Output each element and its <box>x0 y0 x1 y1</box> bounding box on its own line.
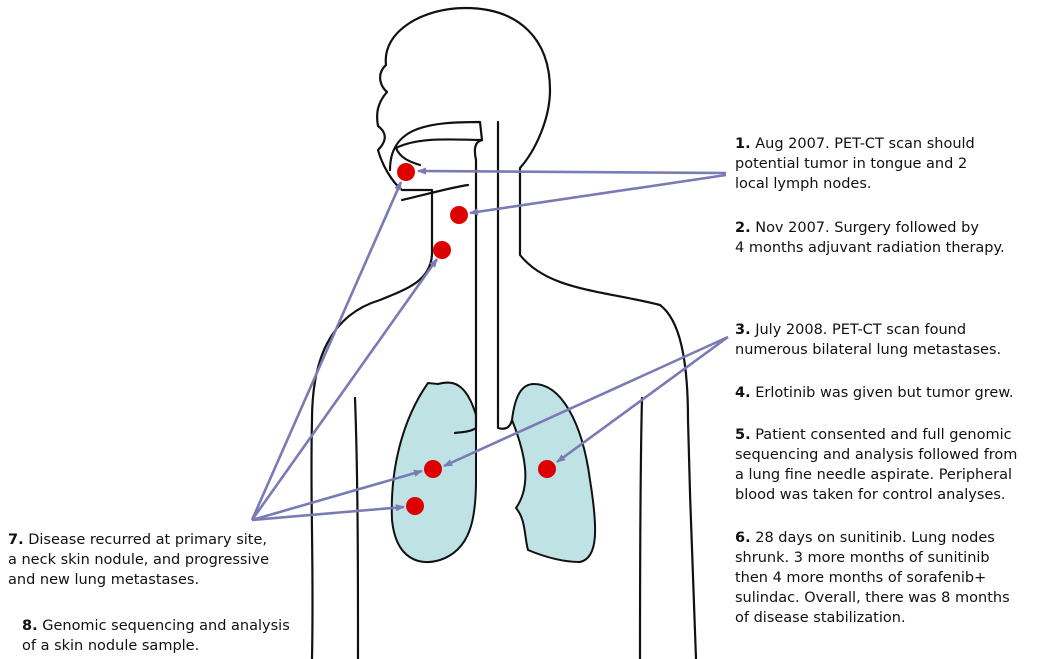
right-arm-inner-line <box>640 398 642 659</box>
arrow-note7-tongue <box>252 182 401 520</box>
note-4: 4. Erlotinib was given but tumor grew. <box>735 383 1013 403</box>
note-7-number: 7. <box>8 532 24 548</box>
note-6-line-5: of disease stabilization. <box>735 608 1010 628</box>
note-7-text: Disease recurred at primary site, <box>24 532 267 548</box>
note-7-line-3: and new lung metastases. <box>8 570 269 590</box>
note-5-text: Patient consented and full genomic <box>751 427 1012 443</box>
note-3-line-1: 3. July 2008. PET-CT scan found <box>735 320 1001 340</box>
note-2-number: 2. <box>735 220 751 236</box>
note-3-line-2: numerous bilateral lung metastases. <box>735 340 1001 360</box>
note-6-line-4: sulindac. Overall, there was 8 months <box>735 588 1010 608</box>
arrow-note3-left-lung <box>444 337 728 466</box>
tongue-tumor <box>397 163 415 181</box>
note-5-line-3: a lung fine needle aspirate. Peripheral <box>735 465 1017 485</box>
note-4-number: 4. <box>735 385 751 401</box>
note-3-text: July 2008. PET-CT scan found <box>751 322 966 338</box>
note-6-line-1: 6. 28 days on sunitinib. Lung nodes <box>735 528 1010 548</box>
note-1-line-2: potential tumor in tongue and 2 <box>735 154 975 174</box>
note-8-line-1: 8. Genomic sequencing and analysis <box>22 616 290 636</box>
note-7: 7. Disease recurred at primary site,a ne… <box>8 530 269 590</box>
note-7-line-1: 7. Disease recurred at primary site, <box>8 530 269 550</box>
neck-skin-nodule <box>433 241 451 259</box>
lower-jaw-line <box>402 185 468 200</box>
note-2-line-2: 4 months adjuvant radiation therapy. <box>735 238 1005 258</box>
oral-cavity-outline <box>390 122 482 170</box>
note-2-text: Nov 2007. Surgery followed by <box>751 220 979 236</box>
left-lung-metastasis-lower <box>406 497 424 515</box>
note-6-text: 28 days on sunitinib. Lung nodes <box>751 530 995 546</box>
note-5-line-1: 5. Patient consented and full genomic <box>735 425 1017 445</box>
arrow-note1-tongue <box>418 171 726 173</box>
lymph-node-tumor <box>450 206 468 224</box>
note-6-number: 6. <box>735 530 751 546</box>
note-6-line-3: then 4 more months of sorafenib+ <box>735 568 1010 588</box>
arrow-note3-right-lung <box>557 337 728 462</box>
note-5-number: 5. <box>735 427 751 443</box>
arrow-note1-lymph-node <box>470 175 726 213</box>
note-2-line-1: 2. Nov 2007. Surgery followed by <box>735 218 1005 238</box>
note-6-line-2: shrunk. 3 more months of sunitinib <box>735 548 1010 568</box>
note-4-text: Erlotinib was given but tumor grew. <box>751 385 1014 401</box>
note-5-line-4: blood was taken for control analyses. <box>735 485 1017 505</box>
note-5-line-2: sequencing and analysis followed from <box>735 445 1017 465</box>
trachea-left <box>475 140 482 415</box>
right-lung-metastasis <box>538 460 556 478</box>
note-8-line-2: of a skin nodule sample. <box>22 636 290 656</box>
note-8-text: Genomic sequencing and analysis <box>38 618 290 634</box>
note-4-line-1: 4. Erlotinib was given but tumor grew. <box>735 383 1013 403</box>
left-arm-inner-line <box>355 398 358 659</box>
note-1-number: 1. <box>735 136 751 152</box>
note-1-text: Aug 2007. PET-CT scan should <box>751 136 975 152</box>
note-7-line-2: a neck skin nodule, and progressive <box>8 550 269 570</box>
note-1-line-3: local lymph nodes. <box>735 174 975 194</box>
note-3-number: 3. <box>735 322 751 338</box>
left-lung-metastasis-upper <box>424 460 442 478</box>
note-8-number: 8. <box>22 618 38 634</box>
note-1-line-1: 1. Aug 2007. PET-CT scan should <box>735 134 975 154</box>
